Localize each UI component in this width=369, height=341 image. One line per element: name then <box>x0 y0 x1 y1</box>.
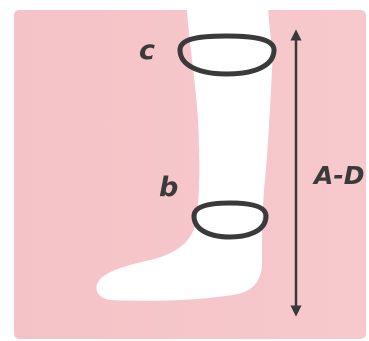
circumference-ring-b-back <box>191 200 269 219</box>
label-c: c <box>139 35 156 66</box>
label-b: b <box>159 172 179 203</box>
circumference-ring-c-back <box>177 33 277 53</box>
circumference-ring-icon <box>177 47 277 77</box>
circumference-ring-icon <box>191 213 269 240</box>
label-height-a-d: A-D <box>314 161 365 190</box>
background-panel <box>14 10 366 339</box>
